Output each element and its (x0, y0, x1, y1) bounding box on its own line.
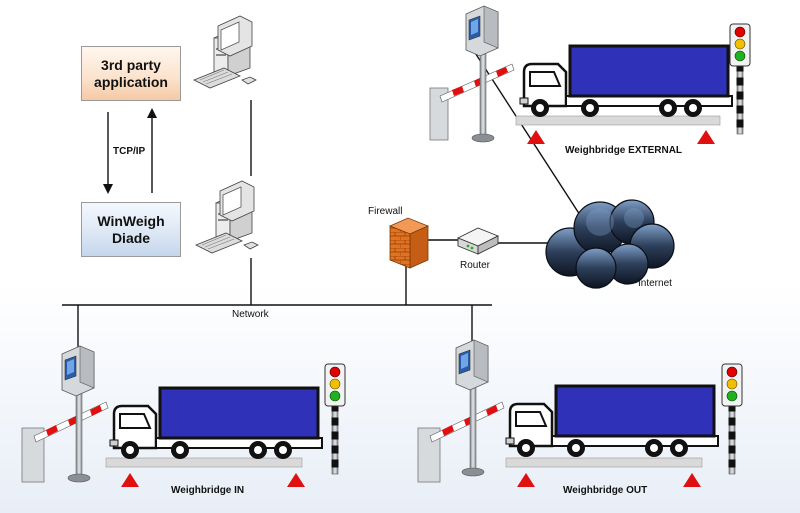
sensor-triangle (527, 130, 545, 144)
weighbridge-external (429, 5, 751, 144)
barrier-post (21, 427, 45, 483)
router-label: Router (460, 260, 491, 271)
scale-platform (515, 115, 721, 126)
network-label: Network (232, 309, 269, 320)
weighbridge-external-label: Weighbridge EXTERNAL (565, 145, 683, 156)
firewall-icon (388, 217, 430, 269)
arrows (103, 108, 157, 194)
router-icon (456, 227, 500, 255)
sensor-triangle (697, 130, 715, 144)
arrow-up-icon (147, 108, 157, 118)
weighbridge-in (21, 345, 346, 487)
scale-platform (105, 457, 303, 468)
sensor-triangle (517, 473, 535, 487)
weighbridge-out-label: Weighbridge OUT (563, 485, 648, 496)
protocol-label: TCP/IP (113, 146, 146, 157)
barrier-post (417, 427, 441, 483)
sensor-triangle (683, 473, 701, 487)
weighbridge-out (417, 339, 743, 487)
weighbridge-in-label: Weighbridge IN (171, 485, 245, 496)
sensor-triangle (121, 473, 139, 487)
winweigh-diade-box: WinWeigh Diade (81, 202, 181, 257)
third-party-application-box: 3rd party application (81, 46, 181, 101)
arrow-down-icon (103, 184, 113, 194)
internet-cloud-icon (545, 199, 675, 289)
connection-lines (62, 44, 581, 353)
internet-label: Internet (638, 278, 672, 289)
scale-platform (505, 457, 703, 468)
firewall-label: Firewall (368, 206, 403, 217)
sensor-triangle (287, 473, 305, 487)
